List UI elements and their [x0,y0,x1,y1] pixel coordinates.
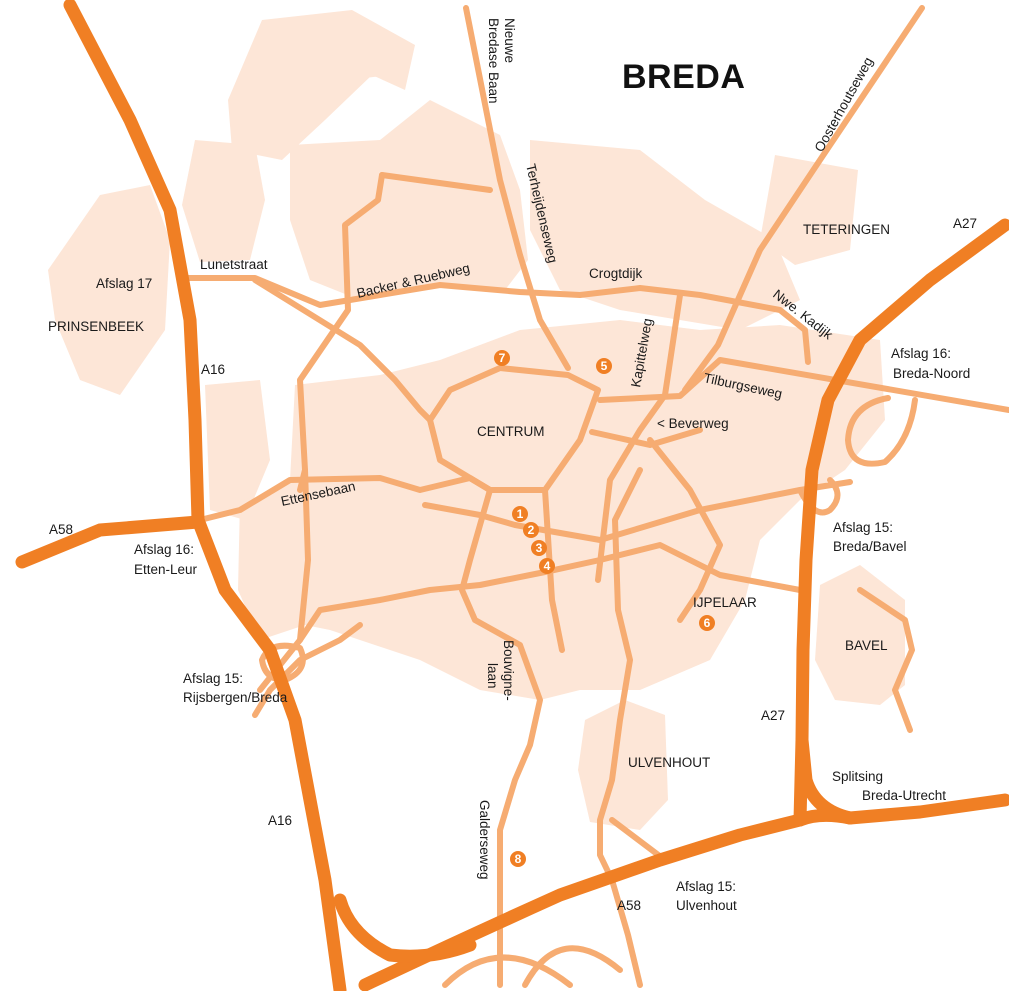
marker-6[interactable]: 6 [699,615,715,631]
road-north-connector [379,172,493,193]
label-prinsenbeek: PRINSENBEEK [48,319,144,334]
label-afslag15-rijs-2: Rijsbergen/Breda [183,690,288,705]
label-a27-ne: A27 [953,216,977,231]
label-afslag15-rijs-1: Afslag 15: [183,671,243,686]
road-a27-loop-north [845,395,918,467]
road-canal-south [542,487,565,653]
road-ulvenhout-south [597,467,643,988]
road-ettensebaan [197,475,493,523]
marker-8[interactable]: 8 [510,851,526,867]
road-nieuwe-bredase-baan [463,5,571,371]
label-ijpelaar: IJPELAAR [693,595,757,610]
marker-3-label: 3 [536,541,543,555]
road-ulvenhout-link [609,817,668,863]
label-ulvenhout: ULVENHOUT [628,755,710,770]
motorway-a16 [63,0,347,991]
label-splitsing-2: Breda-Utrecht [862,788,946,803]
map-labels: Nieuwe Bredase Baan Oosterhoutseweg Terh… [48,18,977,913]
urban-area-bavel [815,565,905,705]
label-bredase-baan: Bredase Baan [486,18,501,104]
marker-1[interactable]: 1 [512,506,528,522]
label-bavel: BAVEL [845,638,888,653]
road-tilburgseweg [597,357,1009,413]
label-a16-south: A16 [268,813,292,828]
urban-area-west [205,380,270,520]
marker-2-label: 2 [528,523,535,537]
marker-6-label: 6 [704,616,711,630]
label-splitsing-1: Splitsing [832,769,883,784]
marker-8-label: 8 [515,852,522,866]
urban-area-north-small [340,40,390,80]
urban-area-prinsenbeek [48,185,170,395]
motorway-a58-west [15,515,205,569]
label-galderseweg: Galderseweg [477,800,492,880]
road-bavel [857,587,915,733]
road-south-arc [522,945,623,988]
marker-4-label: 4 [544,559,551,573]
marker-4[interactable]: 4 [539,558,555,574]
location-markers: 1 2 3 4 5 6 7 8 [494,350,715,867]
label-a27-south: A27 [761,708,785,723]
urban-area-main [240,320,885,700]
marker-7[interactable]: 7 [494,350,510,366]
urban-areas [48,10,905,830]
label-afslag16-noord-1: Afslag 16: [891,346,951,361]
label-afslag15-bavel-1: Afslag 15: [833,520,893,535]
label-afslag15-bavel-2: Breda/Bavel [833,539,907,554]
urban-area-nw [182,140,265,262]
road-kapittelweg [595,292,683,583]
label-lunetstraat: Lunetstraat [200,257,268,272]
label-a58-south: A58 [617,898,641,913]
label-nieuwe: Nieuwe [502,18,517,63]
road-west-ring-south [297,467,311,643]
road-oosterhoutseweg [682,5,925,393]
label-afslag16-noord-2: Breda-Noord [893,366,970,381]
road-south-ring [257,542,803,693]
marker-1-label: 1 [517,507,524,521]
road-east-ijpelaar [647,437,723,623]
marker-5[interactable]: 5 [596,358,612,374]
label-crogtdijk: Crogtdijk [589,266,643,281]
motorways [15,0,1009,991]
marker-7-label: 7 [499,351,506,365]
urban-area-center-north [290,100,528,300]
road-beverweg [589,427,703,448]
label-afslag15-ulv-1: Afslag 15: [676,879,736,894]
label-oosterhoutseweg: Oosterhoutseweg [812,55,876,155]
road-lunetstraat-crogtdijk [177,275,811,365]
road-backer-ruebweg [252,277,433,423]
map-title: BREDA [622,58,745,96]
label-a58-west: A58 [49,522,73,537]
label-afslag15-ulv-2: Ulvenhout [676,898,737,913]
motorway-a58-south-link [333,893,477,963]
label-beverweg: < Beverweg [657,416,729,431]
urban-area-ulvenhout [578,700,668,830]
label-bouvigne-2: laan [485,663,500,689]
urban-area-teteringen [760,155,858,265]
road-centrum-ring [427,365,601,493]
urban-area-north-east [530,140,800,330]
motorway-a27 [793,218,1009,827]
label-teteringen: TETERINGEN [803,222,890,237]
label-a16-north: A16 [201,362,225,377]
road-network [177,5,1009,988]
road-galder-loop [442,954,573,988]
road-centre-south [459,487,543,988]
marker-2[interactable]: 2 [523,522,539,538]
label-centrum: CENTRUM [477,424,545,439]
label-afslag17: Afslag 17 [96,276,152,291]
label-bouvigne-1: Bouvigne- [501,640,516,701]
label-afslag16-etten-1: Afslag 16: [134,542,194,557]
marker-5-label: 5 [601,359,608,373]
marker-3[interactable]: 3 [531,540,547,556]
label-afslag16-etten-2: Etten-Leur [134,562,198,577]
